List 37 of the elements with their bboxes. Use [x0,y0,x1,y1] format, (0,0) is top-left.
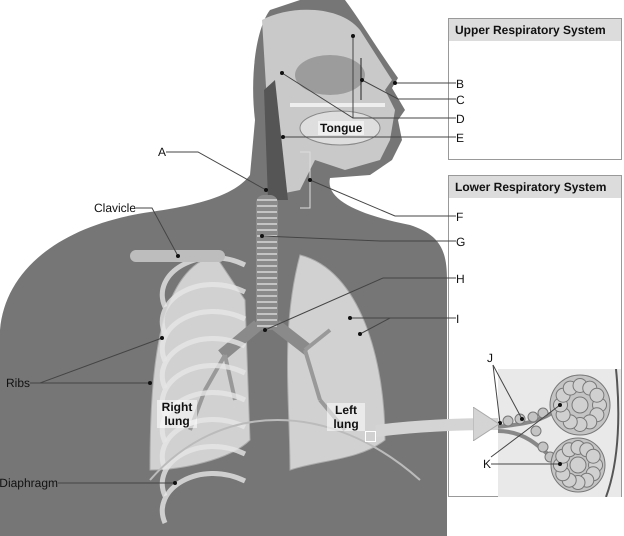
callout-letter: I [456,312,460,326]
callout-letter: D [456,112,465,126]
callout-letter: B [456,77,464,91]
callout-letter: H [456,272,465,286]
leader-line [58,481,177,485]
organ-label: Tongue [318,121,364,135]
organ-label: Left lung [327,403,365,431]
callout-letter: E [456,131,464,145]
answer-panel [448,175,622,497]
alveoli-drawing [498,369,621,497]
callout-letter: A [158,145,166,159]
answer-panel [448,18,622,160]
leader-line [393,81,456,85]
leader-line [166,152,268,192]
callout-letter: K [483,457,492,471]
leader-line [260,234,456,242]
highlight-square [365,431,376,442]
callout-letter: G [456,235,466,249]
leader-line [136,208,180,258]
panel-heading: Lower Respiratory System [449,176,621,198]
callout-letter: C [456,93,465,107]
part-label: Diaphragm [0,476,58,490]
leader-line [308,178,456,216]
leader-line [492,364,524,421]
organ-label: Right lung [157,400,197,428]
leader-line [30,381,152,385]
part-label: Ribs [6,376,30,390]
leader-line [281,135,456,139]
leader-line [490,403,562,458]
panel-heading: Upper Respiratory System [449,19,621,41]
part-label: Clavicle [94,201,136,215]
leader-line [492,364,502,425]
callout-letter: J [487,351,493,365]
leader-line [490,462,562,466]
leader-line [263,278,456,332]
callout-letter: F [456,210,464,224]
leader-line [360,78,456,100]
